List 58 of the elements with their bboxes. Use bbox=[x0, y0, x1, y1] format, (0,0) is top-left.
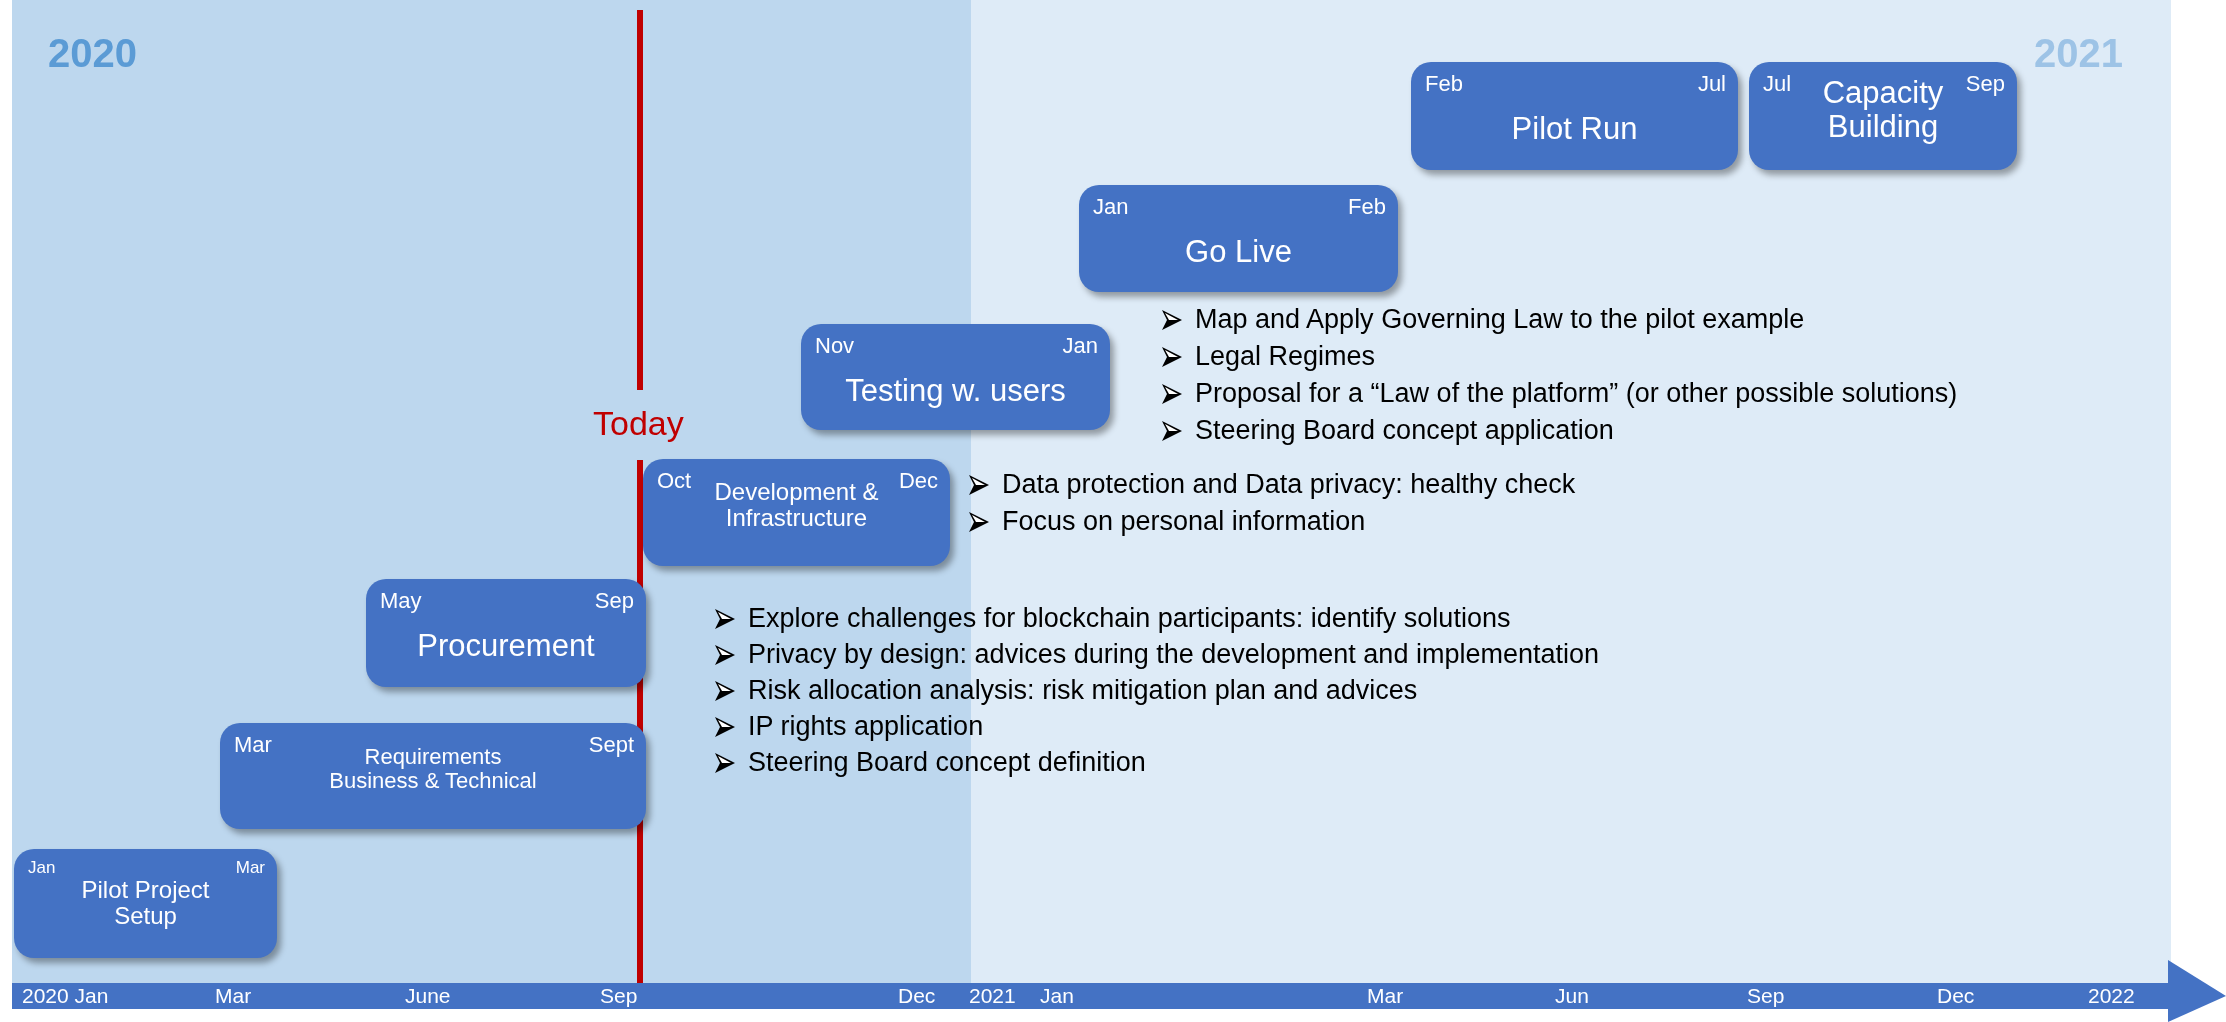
axis-label: 2021 bbox=[969, 984, 1016, 1009]
task-name: Go Live bbox=[1184, 235, 1293, 270]
task-bar bbox=[643, 459, 950, 566]
bullet-text: Legal Regimes bbox=[1195, 341, 1376, 373]
bullet-text: Data protection and Data privacy: healthy check bbox=[1002, 469, 1576, 501]
end-month: Sep bbox=[1965, 72, 2005, 97]
start-month: Feb bbox=[1425, 72, 1463, 97]
task-name: Pilot Project Setup bbox=[80, 877, 211, 930]
bullet-text: Focus on personal information bbox=[1002, 506, 1366, 538]
start-month: May bbox=[380, 589, 422, 614]
end-month: Mar bbox=[235, 859, 265, 878]
bullet-text: Steering Board concept definition bbox=[748, 747, 1146, 779]
axis-label: Jan bbox=[1040, 984, 1074, 1009]
axis-label: 2020 Jan bbox=[22, 984, 109, 1009]
start-month: Nov bbox=[815, 334, 855, 359]
task-bar bbox=[220, 723, 646, 829]
task-name: Requirements Business & Technical bbox=[328, 745, 538, 794]
start-month: Jan bbox=[1093, 195, 1129, 220]
axis-label: June bbox=[405, 984, 451, 1009]
end-month: Dec bbox=[898, 469, 938, 494]
bullet-text: Map and Apply Governing Law to the pilot example bbox=[1195, 304, 1805, 336]
axis-label: Dec bbox=[898, 984, 936, 1009]
task-name: Pilot Run bbox=[1510, 112, 1639, 147]
axis-label: Jun bbox=[1555, 984, 1589, 1009]
end-month: Jul bbox=[1697, 72, 1726, 97]
end-month: Sep bbox=[594, 589, 634, 614]
bullet-text: Proposal for a “Law of the platform” (or other possible solutions) bbox=[1195, 378, 1958, 410]
end-month: Feb bbox=[1348, 195, 1386, 220]
task-bar bbox=[14, 849, 277, 958]
bullet-text: Privacy by design: advices during the development and implementation bbox=[748, 639, 1599, 671]
bullet-text: Steering Board concept application bbox=[1195, 415, 1614, 447]
bullet-text: Explore challenges for blockchain participants: identify solutions bbox=[748, 603, 1511, 635]
year-label: 2021 bbox=[2034, 30, 2123, 76]
axis-label: Sep bbox=[1747, 984, 1785, 1009]
bullet-text: IP rights application bbox=[748, 711, 984, 743]
year-label: 2020 bbox=[48, 30, 137, 76]
task-bar bbox=[1749, 62, 2017, 170]
start-month: Jul bbox=[1763, 72, 1792, 97]
task-bar bbox=[801, 324, 1110, 430]
task-name: Procurement bbox=[416, 629, 596, 664]
task-name: Development & Infrastructure bbox=[713, 479, 880, 532]
today-label: Today bbox=[593, 404, 684, 444]
task-bar bbox=[1079, 185, 1398, 292]
axis-label: Mar bbox=[215, 984, 252, 1009]
end-month: Jan bbox=[1062, 334, 1098, 359]
bullet-text: Risk allocation analysis: risk mitigation plan and advices bbox=[748, 675, 1418, 707]
axis-label: Dec bbox=[1937, 984, 1975, 1009]
start-month: Mar bbox=[234, 733, 272, 758]
task-name: Capacity Building bbox=[1821, 76, 1945, 145]
axis-label: Sep bbox=[600, 984, 638, 1009]
task-name: Testing w. users bbox=[844, 374, 1067, 409]
end-month: Sept bbox=[588, 733, 634, 758]
task-bar bbox=[366, 579, 646, 687]
start-month: Jan bbox=[28, 859, 56, 878]
axis-label: Mar bbox=[1367, 984, 1404, 1009]
axis-label: 2022 bbox=[2088, 984, 2135, 1009]
task-bar bbox=[1411, 62, 1738, 170]
start-month: Oct bbox=[657, 469, 692, 494]
